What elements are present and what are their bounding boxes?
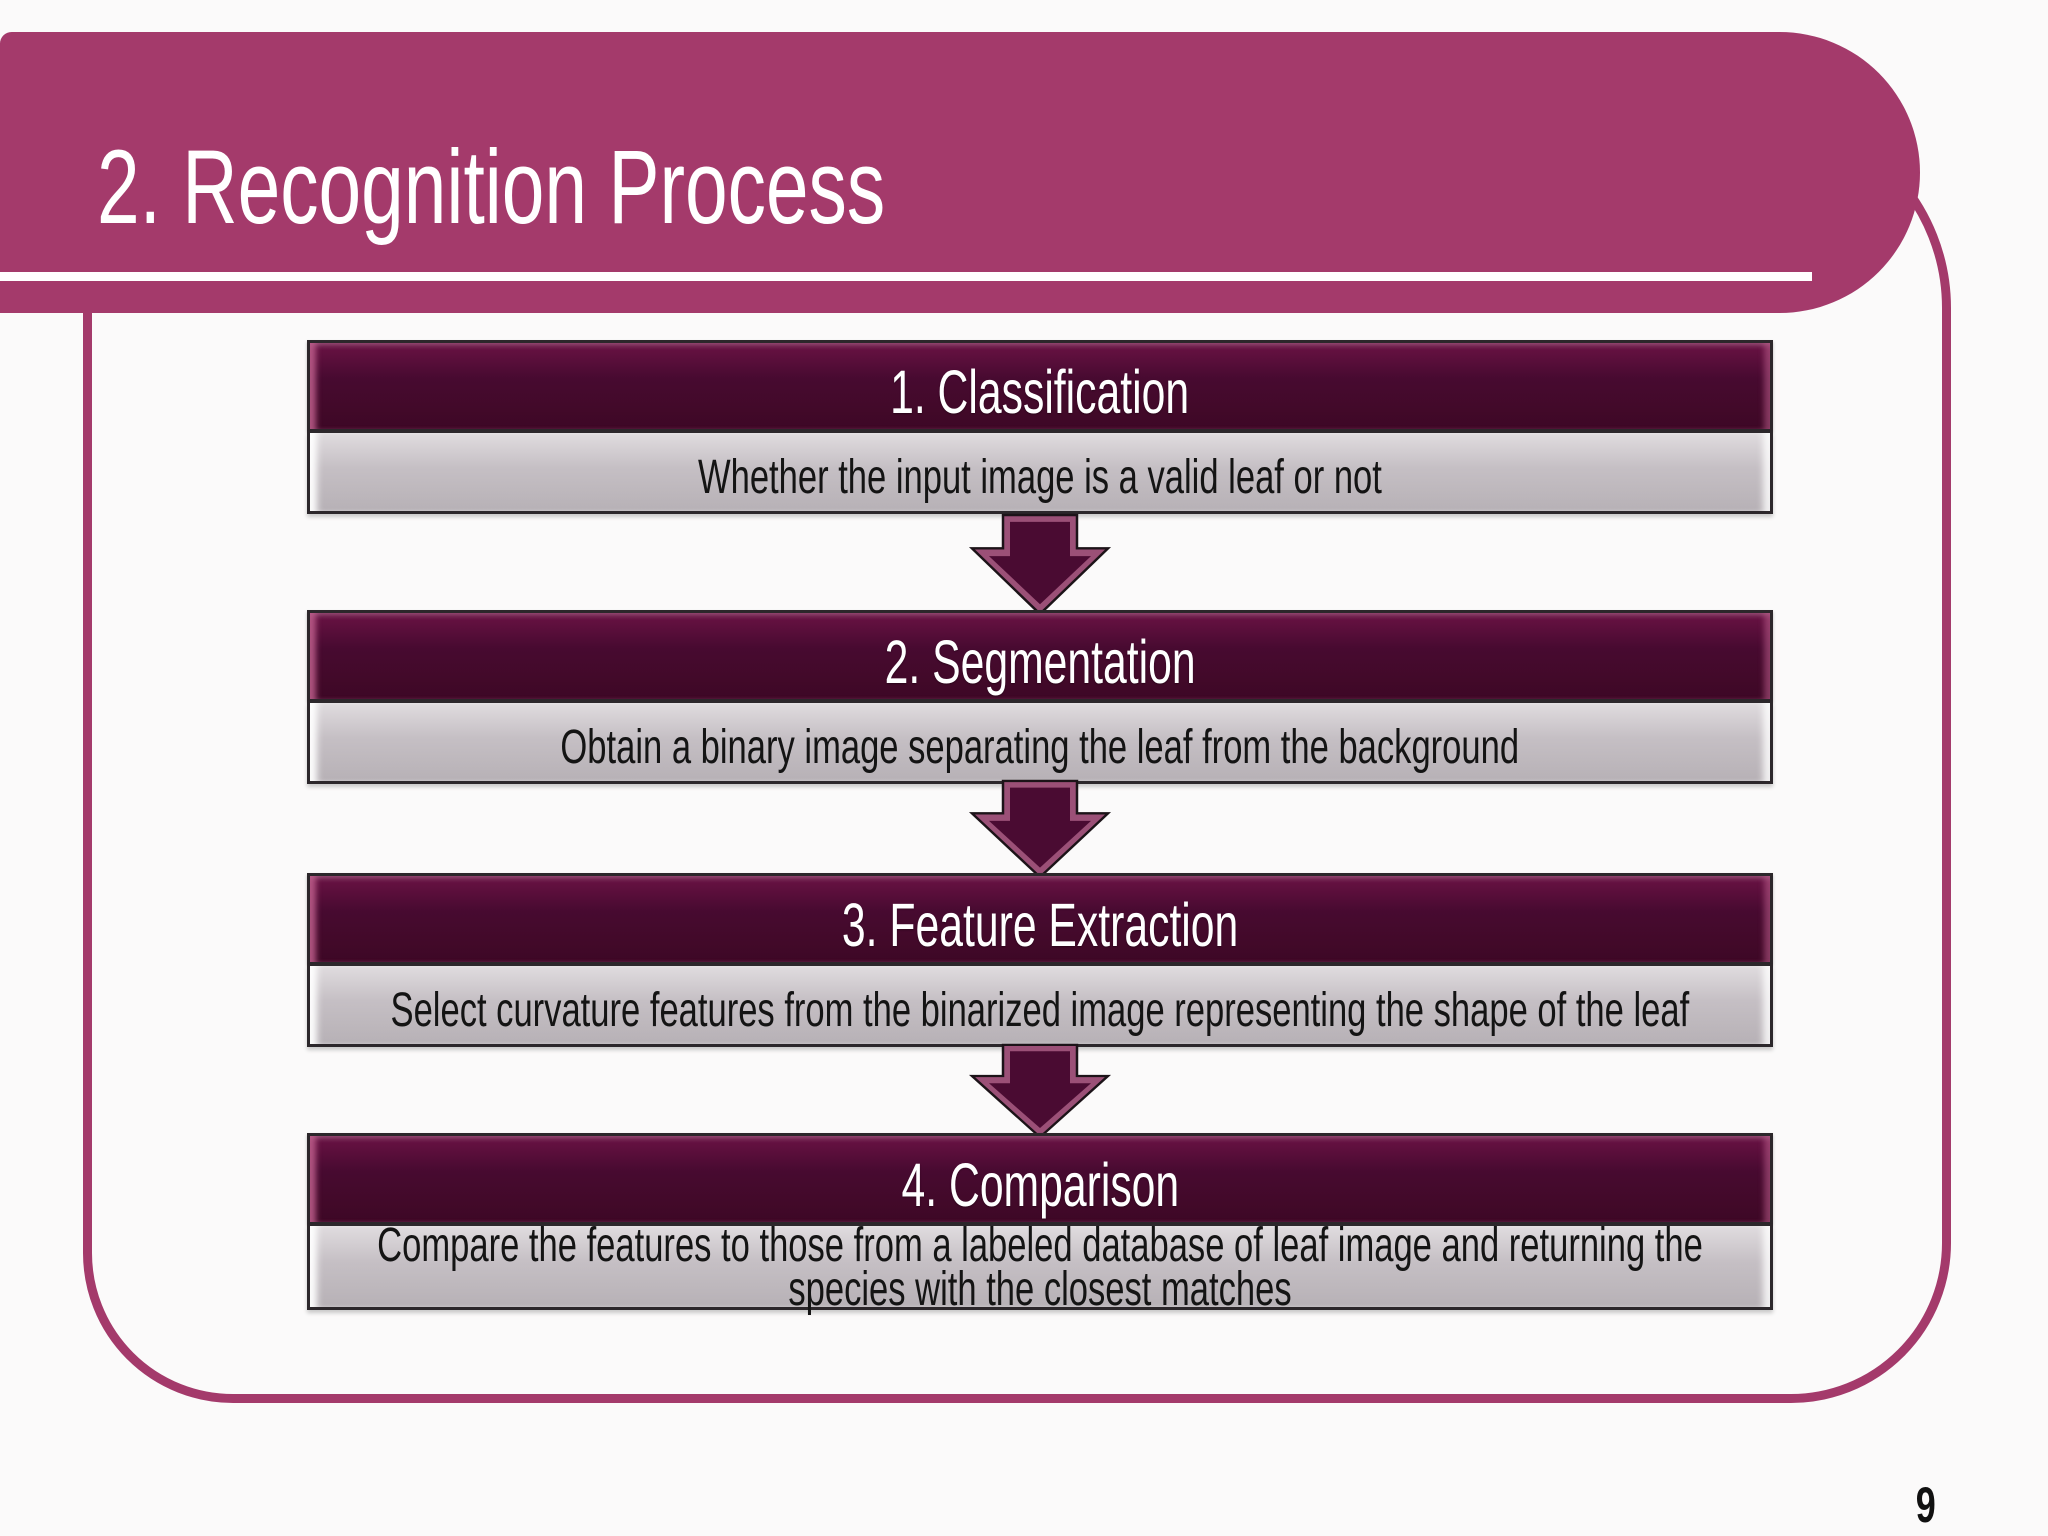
page-title: 2. Recognition Process [97,129,886,246]
step-description-bar: Compare the features to those from a lab… [307,1218,1773,1316]
step-header-bar: 3. Feature Extraction [307,873,1773,964]
step-header-bar: 2. Segmentation [307,610,1773,701]
down-arrow-icon [968,779,1112,879]
step-feature-extraction: 3. Feature Extraction Select curvature f… [307,873,1773,1047]
step-description: Select curvature features from the binar… [390,983,1690,1037]
step-comparison: 4. Comparison Compare the features to th… [307,1133,1773,1316]
step-description-bar: Obtain a binary image separating the lea… [307,701,1773,784]
step-heading: 2. Segmentation [884,628,1196,696]
step-header-bar: 4. Comparison [307,1133,1773,1224]
down-arrow-icon [968,1043,1112,1139]
step-description: Obtain a binary image separating the lea… [560,720,1520,774]
step-heading: 3. Feature Extraction [841,891,1239,959]
step-description-bar: Whether the input image is a valid leaf … [307,431,1773,514]
down-arrow-icon [968,513,1112,616]
step-heading: 4. Comparison [901,1151,1179,1219]
step-header-bar: 1. Classification [307,340,1773,431]
page-number: 9 [1915,1477,1936,1533]
step-heading: 1. Classification [890,358,1190,426]
title-underline [0,272,1812,281]
step-segmentation: 2. Segmentation Obtain a binary image se… [307,610,1773,784]
step-description-bar: Select curvature features from the binar… [307,964,1773,1047]
header-band: 2. Recognition Process [0,32,1920,313]
process-flow: 1. Classification Whether the input imag… [307,340,1773,1316]
step-description: Compare the features to those from a lab… [377,1218,1703,1316]
step-classification: 1. Classification Whether the input imag… [307,340,1773,514]
step-description: Whether the input image is a valid leaf … [698,450,1382,504]
